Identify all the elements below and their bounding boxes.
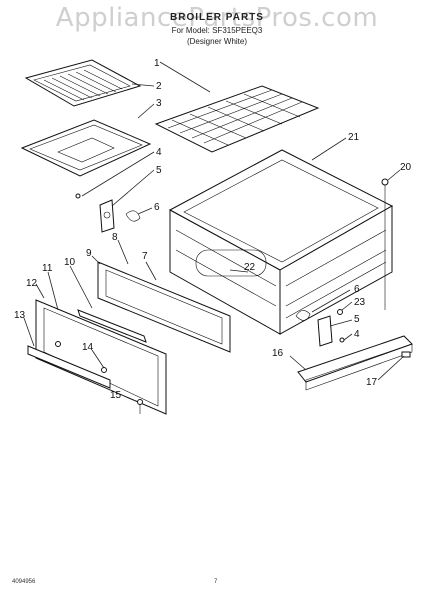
watermark: AppliancePartsPros.com (55, 3, 379, 33)
callout-11: 11 (42, 263, 53, 274)
callout-20: 20 (400, 162, 412, 173)
screw-part-4-right (339, 337, 345, 343)
rod-part-20 (381, 178, 389, 310)
callout-5: 5 (156, 165, 162, 176)
callout-21: 21 (348, 132, 360, 143)
callout-13: 13 (14, 310, 26, 321)
callout-2: 2 (156, 81, 162, 92)
bracket-part-5 (99, 199, 115, 233)
slide-rail-part (297, 335, 413, 391)
screw-part-15 (137, 399, 143, 414)
bracket-part-5-right (317, 315, 333, 347)
screw-part-4 (75, 193, 81, 199)
variant-line: (Designer White) (186, 37, 247, 46)
callout-5-right: 5 (354, 314, 360, 325)
broiler-pan-part (20, 119, 152, 177)
callout-4-right: 4 (354, 329, 360, 340)
door-glass-panel-part (35, 299, 167, 415)
callout-6-right: 6 (354, 284, 360, 295)
page-number: 7 (214, 579, 218, 585)
callout-22: 22 (244, 262, 256, 273)
footer-code: 4094956 (12, 579, 36, 585)
callout-7: 7 (142, 251, 148, 262)
spring-part-6-left (125, 210, 141, 222)
screw-part-14b (55, 341, 61, 347)
callout-17: 17 (366, 377, 378, 388)
callout-12: 12 (26, 278, 38, 289)
model-line: For Model: SF315PEEQ3 (171, 26, 263, 35)
broiler-drawer-body-part (168, 149, 394, 335)
broiler-grid-part (24, 59, 142, 107)
callout-16: 16 (272, 348, 284, 359)
callout-9: 9 (86, 248, 92, 259)
callout-8: 8 (112, 232, 118, 243)
diagram-title: BROILER PARTS (170, 12, 264, 23)
rail-clip (401, 351, 411, 358)
callout-15: 15 (110, 390, 122, 401)
callout-1: 1 (154, 58, 160, 69)
callout-labels: 1 2 3 4 5 6 7 8 9 10 11 12 13 14 15 16 1… (14, 58, 412, 401)
drawer-front-panel-part (97, 261, 231, 353)
screw-part-14 (101, 367, 107, 373)
spring-part-6-right (295, 310, 311, 321)
screw-part-23 (337, 309, 343, 315)
callout-3: 3 (156, 98, 162, 109)
callout-6: 6 (154, 202, 160, 213)
callout-14: 14 (82, 342, 94, 353)
oven-rack-part (154, 85, 320, 153)
callout-23: 23 (354, 297, 366, 308)
trim-strip-part (27, 345, 111, 389)
handle-part (77, 309, 147, 343)
callout-4: 4 (156, 147, 162, 158)
leader-lines (23, 61, 405, 403)
callout-10: 10 (64, 257, 76, 268)
